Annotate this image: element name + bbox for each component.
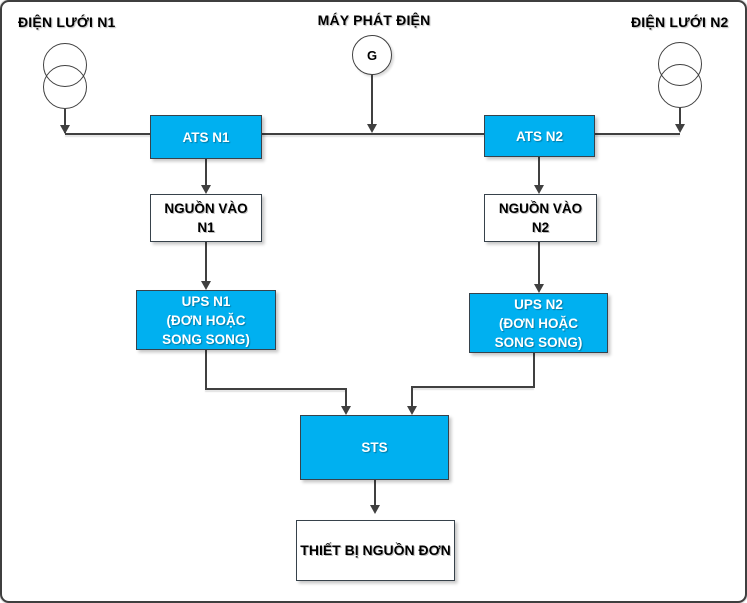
arrowhead-load xyxy=(370,505,380,514)
grid-n1-label: ĐIỆN LƯỚI N1 xyxy=(18,14,116,30)
node-nguon-vao-n1: NGUỒN VÀO N1 xyxy=(150,194,262,242)
connector-ups2-horizontal xyxy=(412,386,534,388)
connector-ups2-to-sts xyxy=(411,386,413,408)
grid-n2-label: ĐIỆN LƯỚI N2 xyxy=(631,14,729,30)
connector-bus-line xyxy=(65,133,680,135)
node-thiet-bi-nguon-don: THIẾT BỊ NGUỒN ĐƠN xyxy=(296,520,455,581)
connector-transformer-n2-drop xyxy=(679,108,681,126)
generator-label: MÁY PHÁT ĐIỆN xyxy=(317,12,431,28)
arrowhead-in1 xyxy=(201,185,211,194)
connector-ups1-down xyxy=(205,350,207,390)
generator-symbol: G xyxy=(366,47,378,63)
arrowhead-generator xyxy=(367,124,377,133)
connector-ups2-down xyxy=(533,353,535,388)
node-ups-n2: UPS N2 (ĐƠN HOẶC SONG SONG) xyxy=(469,293,608,353)
connector-sts-to-load xyxy=(374,480,376,507)
transformer-n1-icon xyxy=(43,43,87,109)
connector-ups1-to-sts xyxy=(345,388,347,408)
connector-ups1-horizontal xyxy=(205,388,346,390)
generator-icon: G xyxy=(352,35,392,75)
arrowhead-ups2 xyxy=(534,284,544,293)
arrowhead-sts-left xyxy=(341,406,351,415)
arrowhead-transformer-n2 xyxy=(675,124,685,133)
node-ats-n2: ATS N2 xyxy=(484,115,595,157)
arrowhead-ups1 xyxy=(201,281,211,290)
node-ups-n1: UPS N1 (ĐƠN HOẶC SONG SONG) xyxy=(136,290,276,350)
connector-in1-to-ups1 xyxy=(205,242,207,282)
arrowhead-transformer-n1 xyxy=(60,125,70,134)
transformer-circle xyxy=(43,65,87,109)
arrowhead-in2 xyxy=(534,185,544,194)
transformer-circle xyxy=(658,64,702,108)
transformer-n2-icon xyxy=(658,42,702,108)
node-sts: STS xyxy=(300,415,449,480)
connector-ats2-to-in2 xyxy=(538,157,540,186)
connector-generator-drop xyxy=(371,75,373,126)
node-ats-n1: ATS N1 xyxy=(150,115,262,159)
node-nguon-vao-n2: NGUỒN VÀO N2 xyxy=(484,194,597,242)
connector-ats1-to-in1 xyxy=(205,159,207,186)
connector-transformer-n1-drop xyxy=(64,109,66,133)
connector-in2-to-ups2 xyxy=(538,242,540,285)
arrowhead-sts-right xyxy=(407,406,417,415)
